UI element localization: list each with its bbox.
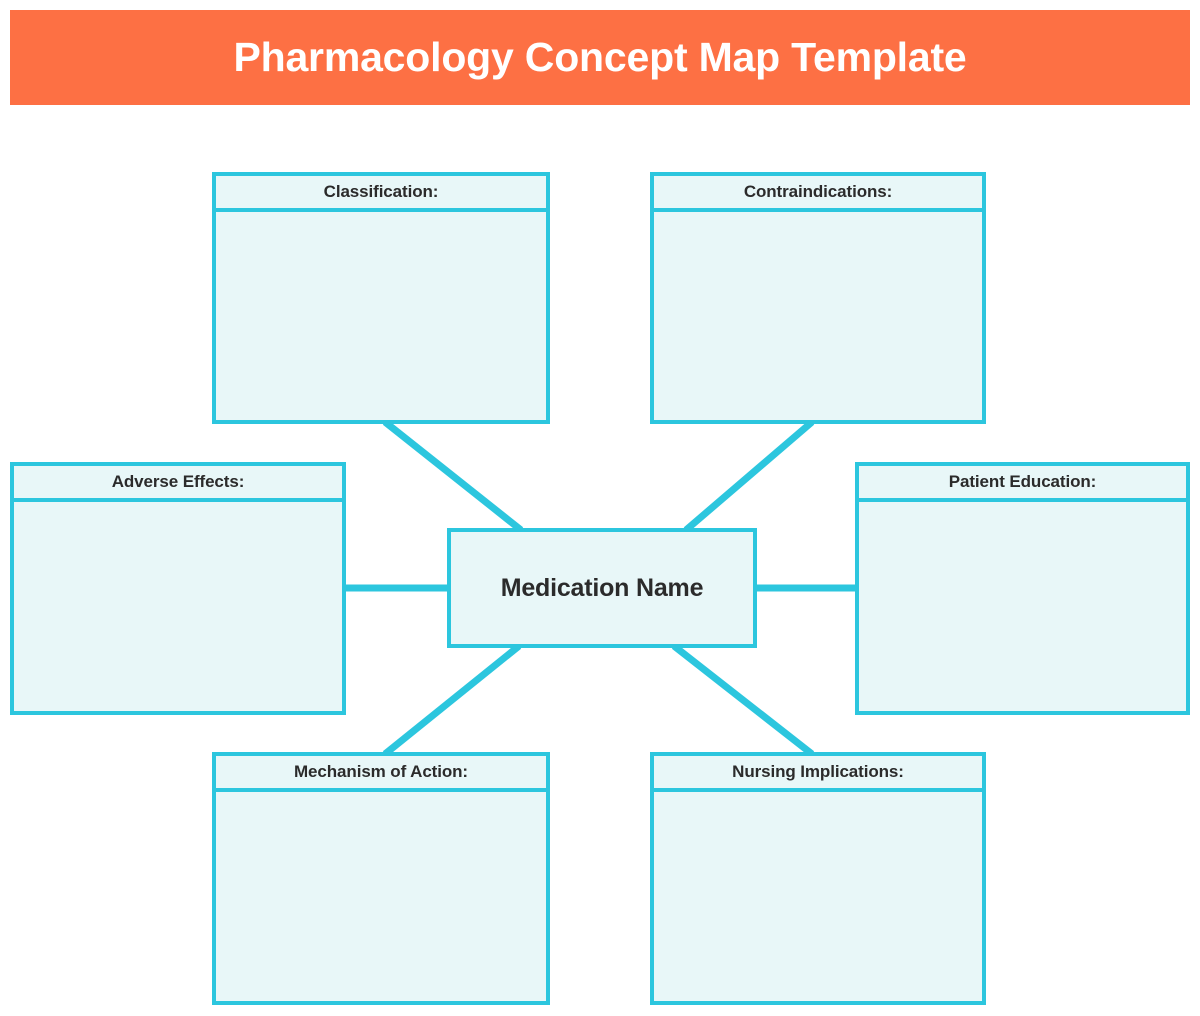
node-adverse-effects[interactable]: Adverse Effects: [10,462,346,715]
node-center-medication-name[interactable]: Medication Name [447,528,757,648]
node-mechanism-of-action[interactable]: Mechanism of Action: [212,752,550,1005]
node-patient-education-body[interactable] [859,502,1186,711]
node-mechanism-of-action-body[interactable] [216,792,546,1001]
node-nursing-implications-body[interactable] [654,792,982,1001]
node-classification-label: Classification: [216,176,546,212]
node-contraindications-label: Contraindications: [654,176,982,212]
connector-center-to-nursing-implications [671,643,815,757]
connector-contraindications-to-center [683,419,815,533]
node-contraindications[interactable]: Contraindications: [650,172,986,424]
node-mechanism-of-action-label: Mechanism of Action: [216,756,546,792]
node-classification[interactable]: Classification: [212,172,550,424]
node-classification-body[interactable] [216,212,546,420]
node-nursing-implications-label: Nursing Implications: [654,756,982,792]
node-adverse-effects-body[interactable] [14,502,342,711]
center-node-label: Medication Name [500,573,704,602]
node-nursing-implications[interactable]: Nursing Implications: [650,752,986,1005]
header-banner: Pharmacology Concept Map Template [10,10,1190,105]
connector-classification-to-center [382,419,524,533]
page-title: Pharmacology Concept Map Template [233,34,967,80]
node-adverse-effects-label: Adverse Effects: [14,466,342,502]
connector-center-to-mechanism-of-action [382,643,522,757]
node-contraindications-body[interactable] [654,212,982,420]
node-patient-education[interactable]: Patient Education: [855,462,1190,715]
node-patient-education-label: Patient Education: [859,466,1186,502]
